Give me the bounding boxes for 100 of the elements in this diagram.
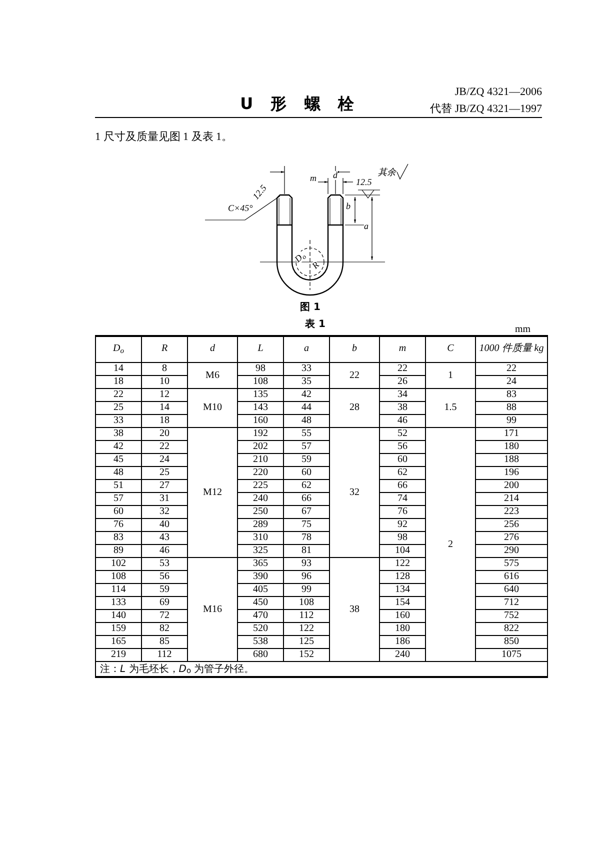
table-cell: 160	[238, 415, 284, 428]
table-cell: 18	[142, 415, 188, 428]
table-cell: 134	[380, 584, 426, 597]
column-header: 1000 件质量 kg	[476, 337, 548, 363]
table-cell: 33	[96, 415, 142, 428]
column-header: R	[142, 337, 188, 363]
table-cell: 33	[284, 363, 330, 376]
figure-caption: 图 1	[300, 301, 320, 315]
column-header: a	[284, 337, 330, 363]
table-cell: 53	[142, 558, 188, 571]
table-cell: 405	[238, 584, 284, 597]
standard-number: 代替 JB/ZQ 4321—1997	[429, 102, 542, 117]
table-cell: 60	[284, 467, 330, 480]
table-cell: 680	[238, 649, 284, 662]
drawing-label: b	[346, 202, 350, 211]
column-header: b	[330, 337, 380, 363]
drawing-label: R	[310, 260, 321, 271]
table-cell: 538	[238, 636, 284, 649]
table-cell: 96	[284, 571, 330, 584]
table-cell: 67	[284, 506, 330, 519]
table-cell: 575	[476, 558, 548, 571]
table-cell: 310	[238, 532, 284, 545]
unit-label: mm	[515, 323, 531, 337]
table-cell: 108	[96, 571, 142, 584]
table-cell: 98	[238, 363, 284, 376]
table-cell: 108	[238, 376, 284, 389]
table-cell: 152	[284, 649, 330, 662]
table-cell: 83	[476, 389, 548, 402]
standard-number: JB/ZQ 4321—2006	[454, 85, 542, 100]
table-cell: 1.5	[426, 389, 476, 428]
table-cell: 140	[96, 610, 142, 623]
table-cell: 135	[238, 389, 284, 402]
table-cell: 2	[426, 428, 476, 662]
table-cell: 390	[238, 571, 284, 584]
table-cell: 159	[96, 623, 142, 636]
table-cell: 31	[142, 493, 188, 506]
column-header: L	[238, 337, 284, 363]
table-cell: 60	[96, 506, 142, 519]
table-cell: 48	[96, 467, 142, 480]
table-cell: 1	[426, 363, 476, 389]
table-cell: 822	[476, 623, 548, 636]
table-cell: 712	[476, 597, 548, 610]
table-cell: 20	[142, 428, 188, 441]
table-cell: 22	[96, 389, 142, 402]
table-cell: 114	[96, 584, 142, 597]
instruction-text: 1 尺寸及质量见图 1 及表 1。	[95, 130, 232, 145]
table-cell: 24	[142, 454, 188, 467]
table-cell: 55	[284, 428, 330, 441]
table-cell: 256	[476, 519, 548, 532]
table-cell: 45	[96, 454, 142, 467]
table-cell: 93	[284, 558, 330, 571]
table-cell: M16	[188, 558, 238, 662]
table-cell: 22	[142, 441, 188, 454]
table-cell: 1075	[476, 649, 548, 662]
table-cell: 186	[380, 636, 426, 649]
table-cell: 51	[96, 480, 142, 493]
table-cell: 26	[380, 376, 426, 389]
table-cell: 57	[284, 441, 330, 454]
table-cell: 99	[284, 584, 330, 597]
table-cell: 28	[330, 389, 380, 428]
table-cell: 42	[96, 441, 142, 454]
table-cell: 56	[380, 441, 426, 454]
table-cell: 104	[380, 545, 426, 558]
table-cell: 10	[142, 376, 188, 389]
table-cell: 122	[284, 623, 330, 636]
table-cell: 192	[238, 428, 284, 441]
table-cell: 240	[380, 649, 426, 662]
table-cell: 76	[380, 506, 426, 519]
table-cell: 22	[380, 363, 426, 376]
table-cell: 12	[142, 389, 188, 402]
table-cell: 200	[476, 480, 548, 493]
table-cell: 165	[96, 636, 142, 649]
table-cell: M12	[188, 428, 238, 558]
table-note: 注：L 为毛坯长，D$_{o}$ 为管子外径。	[96, 662, 548, 678]
table-cell: 154	[380, 597, 426, 610]
table-cell: M6	[188, 363, 238, 389]
table-cell: 219	[96, 649, 142, 662]
drawing-label: 其余	[378, 168, 396, 177]
drawing-label: 12.5	[356, 178, 372, 187]
table-cell: 62	[380, 467, 426, 480]
table-cell: 8	[142, 363, 188, 376]
table-cell: 72	[142, 610, 188, 623]
table-cell: 112	[142, 649, 188, 662]
column-header: D$_{o}$	[96, 337, 142, 363]
drawing-label: d	[333, 171, 338, 180]
table-cell: 450	[238, 597, 284, 610]
table-cell: 35	[284, 376, 330, 389]
table-cell: 250	[238, 506, 284, 519]
table-cell: 122	[380, 558, 426, 571]
table-cell: 32	[142, 506, 188, 519]
column-header: C	[426, 337, 476, 363]
table-cell: 78	[284, 532, 330, 545]
table-cell: 520	[238, 623, 284, 636]
table-cell: 25	[142, 467, 188, 480]
table-caption: 表 1	[305, 318, 326, 332]
table-cell: 22	[330, 363, 380, 389]
table-cell: 38	[96, 428, 142, 441]
table-cell: 290	[476, 545, 548, 558]
table-cell: 210	[238, 454, 284, 467]
table-cell: 108	[284, 597, 330, 610]
